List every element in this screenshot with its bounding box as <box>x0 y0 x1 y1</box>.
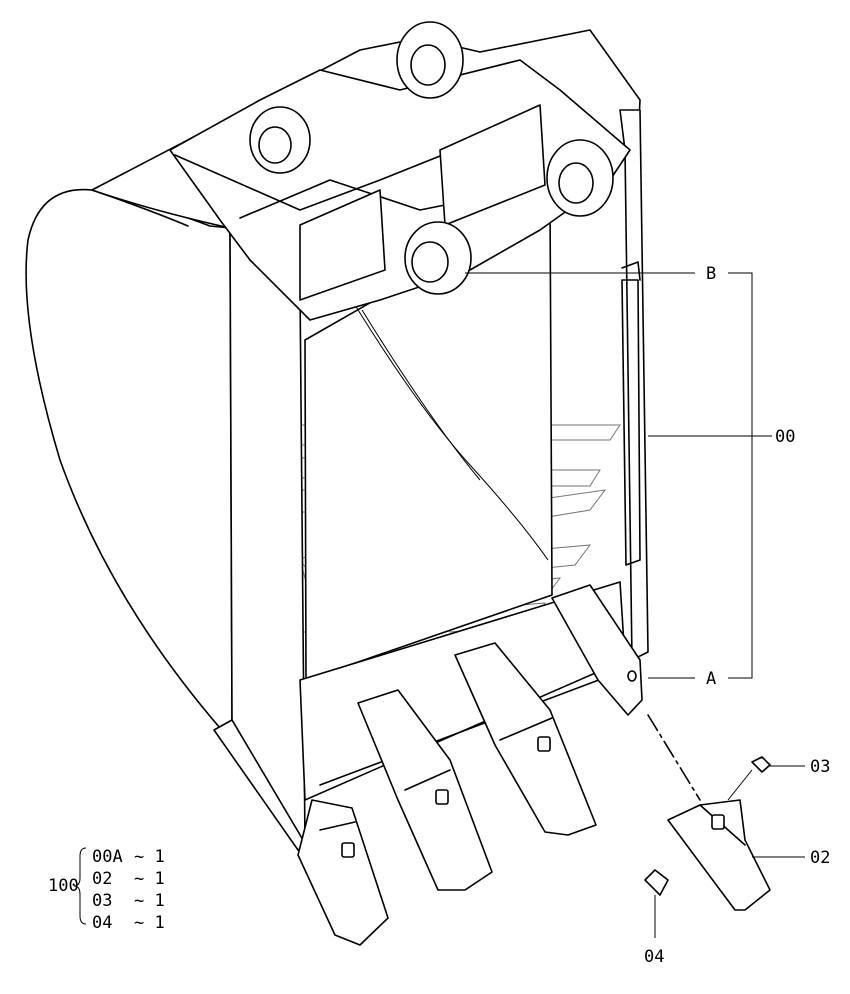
spare-tooth <box>644 714 771 911</box>
callout-A: A <box>706 669 716 689</box>
row-code-03: 03 <box>92 891 112 911</box>
row-code-02: 02 <box>92 869 112 889</box>
callout-part-04: 04 <box>644 947 664 967</box>
row-code-00A: 00A <box>92 847 123 867</box>
callout-part-03: 03 <box>810 757 830 777</box>
callout-assembly: 00 <box>775 427 795 447</box>
assembly-number: 100 <box>48 876 79 896</box>
mounting-bosses <box>169 21 631 321</box>
leader-lines <box>465 272 805 938</box>
row-code-04: 04 <box>92 913 112 933</box>
row-qty-03: ~ 1 <box>134 891 165 911</box>
row-qty-04: ~ 1 <box>134 913 165 933</box>
row-qty-00A: ~ 1 <box>134 847 165 867</box>
bucket-teeth <box>297 584 643 946</box>
callout-part-02: 02 <box>810 848 830 868</box>
callout-B: B <box>706 264 716 284</box>
parts-list: 100 00A ~ 1 02 ~ 1 03 ~ 1 04 ~ 1 <box>48 847 165 933</box>
row-qty-02: ~ 1 <box>134 869 165 889</box>
